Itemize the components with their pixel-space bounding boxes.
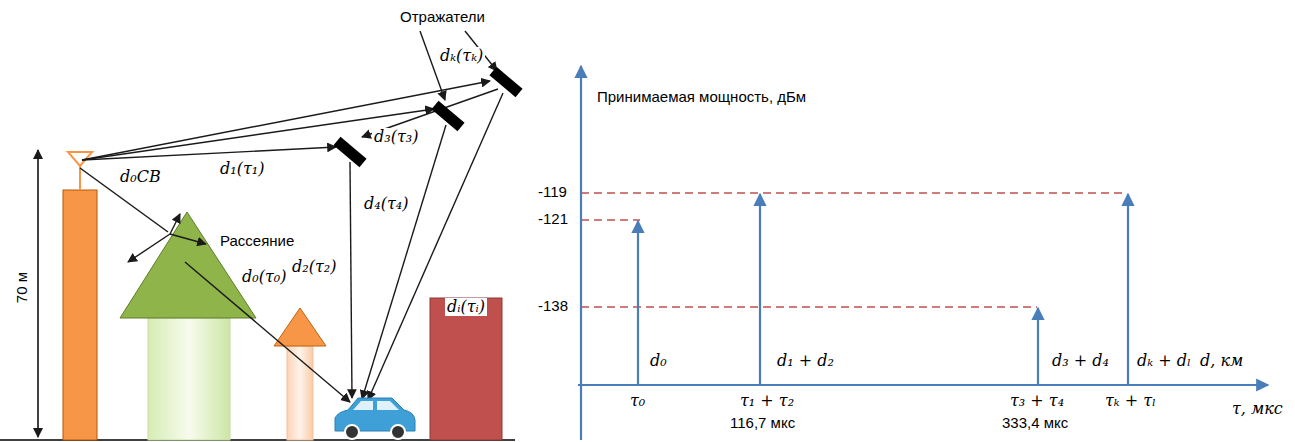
impulse-stem [759,194,761,385]
car-icon [335,398,415,439]
tick-value: -119 [536,183,569,200]
impulse-stem [638,194,1128,385]
chart-axis [578,66,1268,440]
distance-label: dₖ + dₗ [1135,352,1193,370]
red-building [430,298,502,440]
path-label: d₁(τ₁) [218,160,266,178]
distance-label: d₁ + d₂ [775,352,836,370]
delay-label: τ₁ + τ₂ [738,392,796,410]
car-icon [391,425,405,439]
delay-value: 333,4 мкс [1000,414,1070,431]
green-building [148,318,230,440]
tick-value: -121 [536,210,570,227]
path-label: d₀(τ₀) [240,268,288,286]
ray-path [350,162,352,398]
reflector-pointers [420,31,445,100]
delay-value: 116,7 мкс [728,414,797,431]
small-house [274,308,326,346]
height-dimension-label: 70 м [13,270,30,305]
ray-path [362,125,446,399]
chart-axis [578,384,1268,386]
axis-title: τ, мкс [1230,400,1285,418]
car-icon [377,401,399,410]
impulse-stem [1037,308,1039,385]
ray-path [82,147,336,160]
path-label: dₖ(τₖ) [438,47,485,65]
path-label: dᵢ(τᵢ) [445,298,487,316]
path-label: d₂(τ₂) [290,258,338,276]
height-dimension [38,150,39,437]
path-label: d₄(τ₄) [362,195,410,213]
axis-title: Принимаемая мощность, дБм [595,88,808,105]
reflector [489,67,522,97]
ray-path [185,262,350,402]
chart-gridline [581,306,1037,308]
distance-label: d₀ [648,352,669,370]
scatter-arrows [128,234,170,262]
tower-building [79,166,81,190]
small-house [274,308,326,440]
ray-path [82,109,434,160]
scatter-caption: Рассеяние [218,232,296,249]
tower-building [63,166,97,440]
ray-path [80,81,503,402]
ray-path [82,81,490,160]
chart-gridline [581,219,640,221]
scatter-arrows [170,234,206,244]
tower-building [63,190,97,440]
delay-label: τ₀ [628,392,647,410]
delay-label: τₖ + τₗ [1103,392,1158,410]
axis-title: d, км [1198,352,1245,370]
delay-label: τ₃ + τ₄ [1008,392,1066,410]
ray-path [80,168,168,232]
scatter-arrows [128,214,206,262]
height-dimension [37,150,39,437]
reflector-pointers [420,31,497,100]
car-icon [353,401,373,410]
impulse-stem [1127,194,1129,385]
red-building [430,298,502,440]
path-label: d₀СВ [118,168,163,186]
ray-path [368,93,503,400]
impulse-stem [637,221,639,385]
distance-label: d₃ + d₄ [1050,352,1111,370]
scatter-arrows [170,214,180,234]
reflector [431,101,464,131]
path-label: d₃(τ₃) [372,128,420,146]
reflector [333,67,522,167]
car-icon [345,425,359,439]
tick-value: -138 [536,297,570,314]
chart-gridline [581,192,1126,194]
reflector-caption: Отражатели [398,8,487,25]
chart-gridline [581,193,1126,307]
reflector [333,137,366,167]
